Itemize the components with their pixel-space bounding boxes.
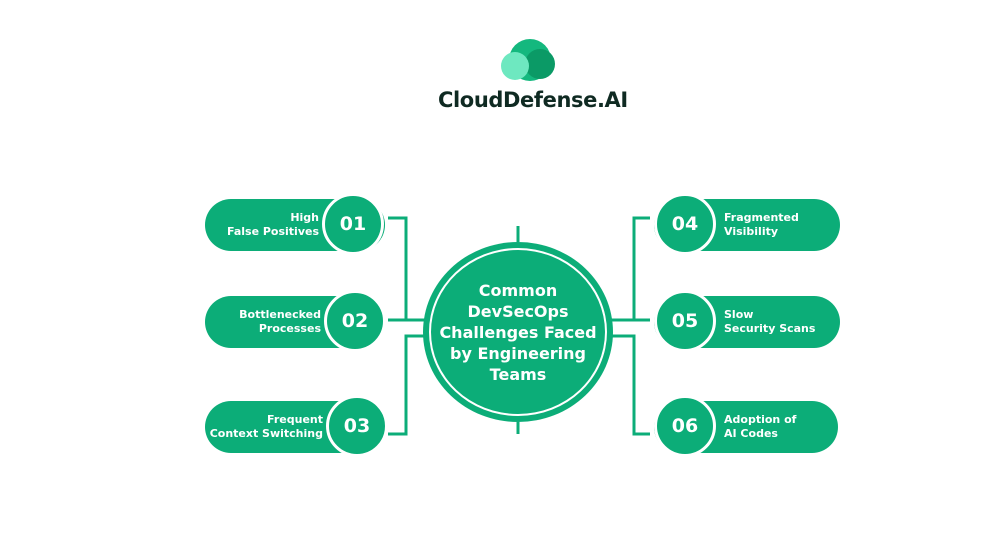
- challenge-number-04: 04: [654, 193, 716, 255]
- challenge-number-03: 03: [326, 395, 388, 457]
- challenge-label-05: Slow Security Scans: [724, 308, 816, 335]
- challenge-label-01: High False Positives: [226, 211, 319, 238]
- brand-name: CloudDefense.AI: [438, 88, 628, 112]
- clouddefense-logo-icon: [501, 39, 555, 81]
- challenge-number-06: 06: [654, 395, 716, 457]
- challenge-label-04: Fragmented Visibility: [724, 211, 799, 238]
- challenge-number-02: 02: [324, 290, 386, 352]
- center-title: Common DevSecOps Challenges Faced by Eng…: [439, 280, 597, 384]
- challenge-number-05: 05: [654, 290, 716, 352]
- challenge-label-03: Frequent Context Switching: [209, 413, 323, 440]
- challenge-label-06: Adoption of AI Codes: [724, 413, 797, 440]
- challenge-label-02: Bottlenecked Processes: [239, 308, 321, 335]
- challenge-number-01: 01: [322, 193, 384, 255]
- center-circle: Common DevSecOps Challenges Faced by Eng…: [429, 248, 607, 416]
